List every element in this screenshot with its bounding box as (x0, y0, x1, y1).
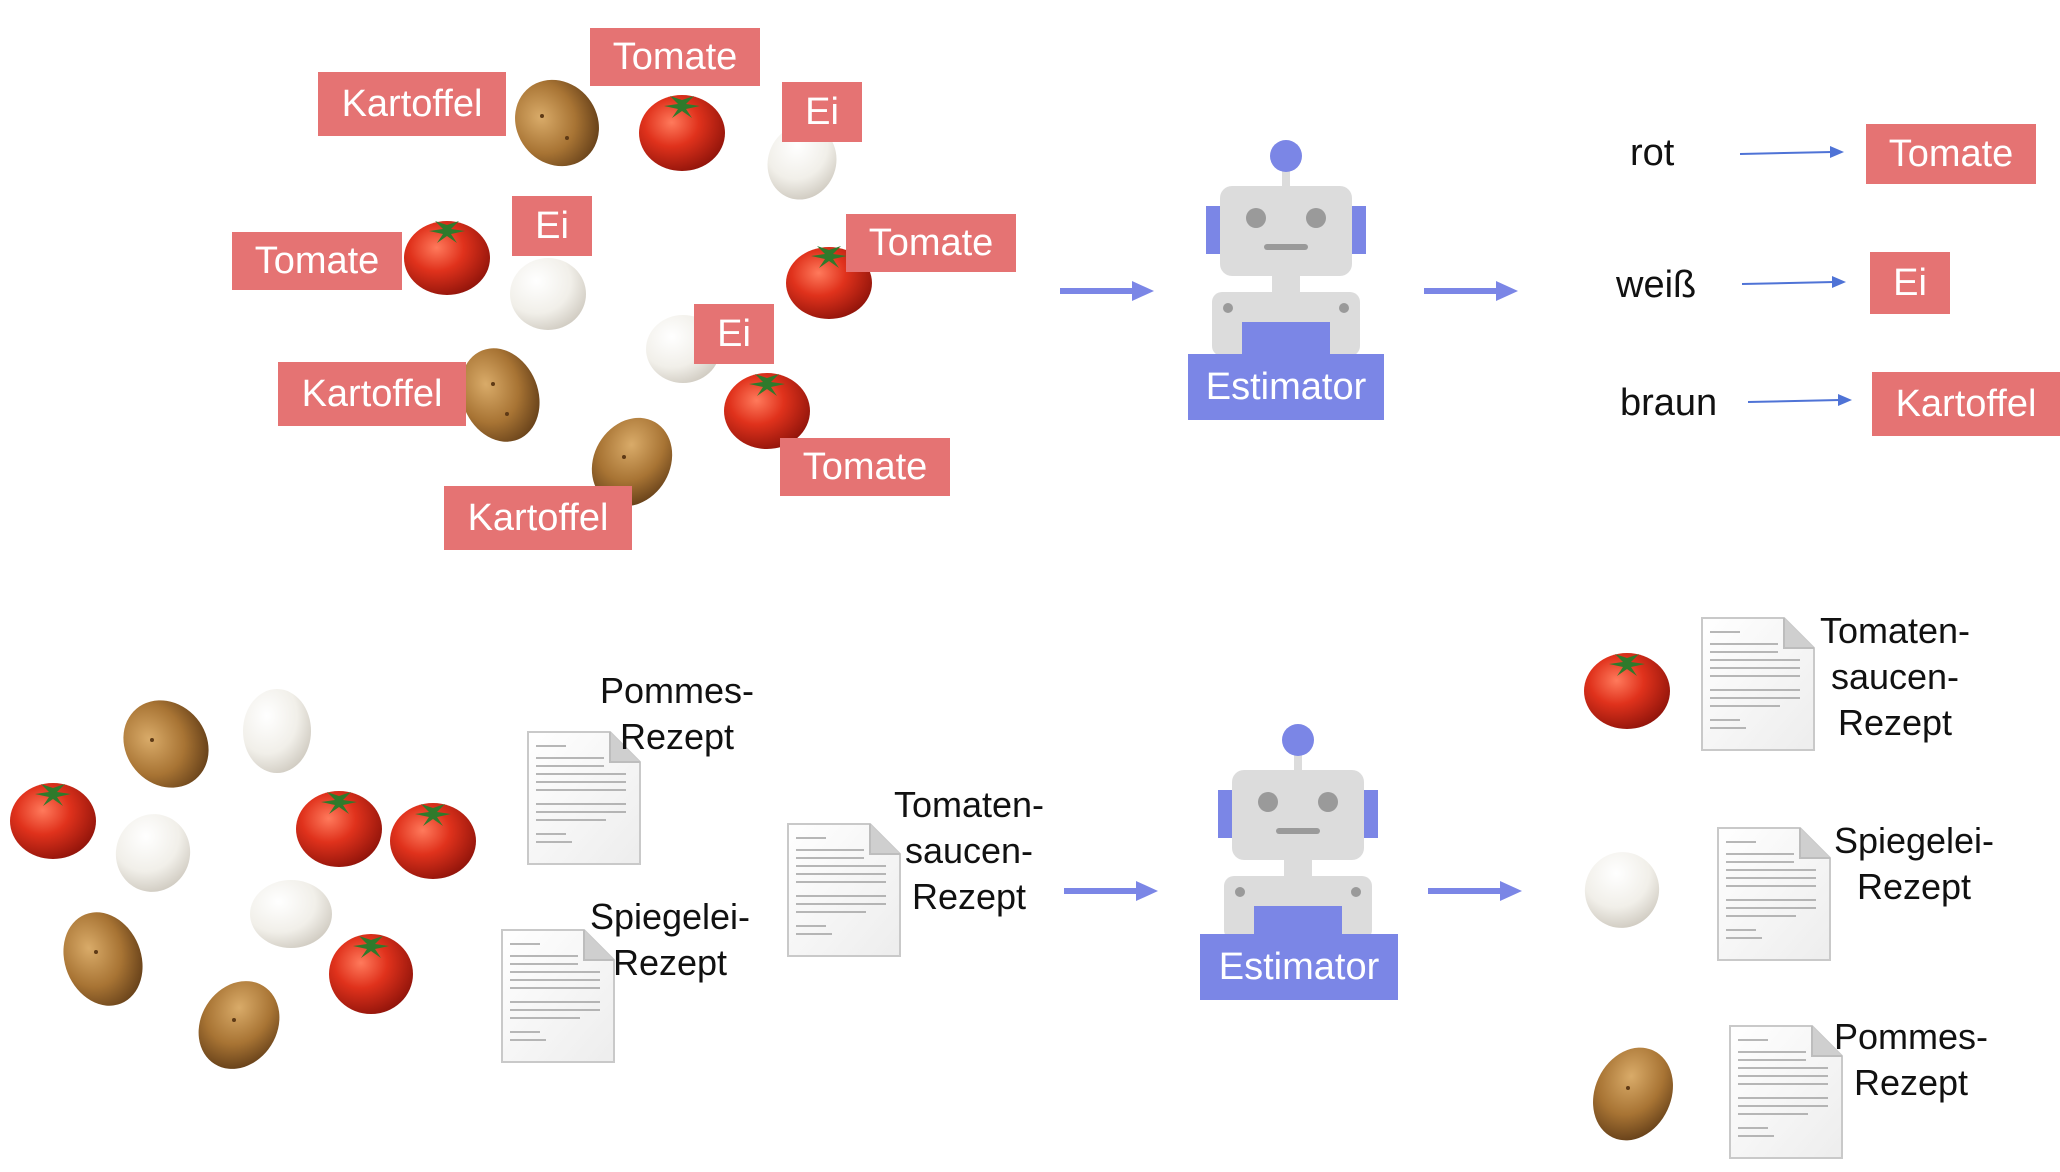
robot-icon (1218, 724, 1378, 940)
egg-icon (767, 124, 837, 200)
document-icon (787, 823, 901, 957)
document-icon (1717, 827, 1831, 961)
tomato-icon (296, 791, 382, 867)
potato-icon (460, 348, 540, 442)
recipe-line: Rezept (911, 876, 1027, 918)
arrow-to-estimator (1060, 281, 1154, 301)
egg-icon (1584, 852, 1660, 928)
document-icon (1729, 1025, 1843, 1159)
estimator-label: Estimator (1188, 354, 1384, 420)
recipe-line: Pommes- (599, 670, 755, 711)
document-icon (501, 929, 615, 1063)
estimator-label: Estimator (1200, 934, 1398, 1000)
potato-icon (123, 700, 209, 788)
recipe-line: Rezept (619, 716, 735, 758)
tomato-icon (1584, 653, 1670, 729)
arrow-from-estimator (1428, 881, 1522, 901)
recipe-line: saucen- (1830, 656, 1960, 698)
tag-tomate: Tomate (780, 438, 950, 496)
recipe-label-pommes: Pommes- Rezept (582, 668, 772, 760)
recipe-line: Tomaten- (1819, 610, 1971, 651)
tag-tomate: Tomate (232, 232, 402, 290)
tag-ei: Ei (694, 304, 774, 364)
arrow-small (1741, 276, 1846, 288)
document-icon (1701, 617, 1815, 751)
potato-icon (515, 79, 599, 167)
document-icon (527, 731, 641, 865)
tomato-icon (404, 221, 490, 295)
recipe-line: Pommes- (1833, 1016, 1989, 1057)
tag-ei: Ei (512, 196, 592, 256)
recipe-line: Rezept (612, 942, 728, 984)
feature-braun: braun (1620, 382, 1718, 424)
arrow-to-estimator (1064, 881, 1158, 901)
egg-icon (115, 814, 191, 892)
recipe-line: Spiegelei- (1833, 820, 1995, 861)
egg-icon (510, 258, 586, 330)
output-tag-tomate: Tomate (1866, 124, 2036, 184)
output-recipe-spiegelei: Spiegelei- Rezept (1816, 818, 2012, 910)
tag-ei: Ei (782, 82, 862, 142)
tag-kartoffel: Kartoffel (278, 362, 466, 426)
output-recipe-pommes: Pommes- Rezept (1816, 1014, 2006, 1106)
tag-kartoffel: Kartoffel (444, 486, 632, 550)
recipe-line: saucen- (904, 830, 1034, 872)
arrow-small (1739, 146, 1844, 158)
recipe-line: Rezept (1856, 866, 1972, 908)
egg-icon (250, 880, 332, 948)
potato-icon (1593, 1047, 1673, 1141)
arrow-from-estimator (1424, 281, 1518, 301)
recipe-line: Rezept (1837, 702, 1953, 744)
robot-icon (1206, 140, 1366, 356)
recipe-label-tomatensauce: Tomaten- saucen- Rezept (870, 782, 1068, 920)
recipe-line: Spiegelei- (589, 896, 751, 937)
egg-icon (243, 689, 311, 773)
potato-icon (591, 417, 673, 507)
recipe-line: Tomaten- (893, 784, 1045, 825)
output-recipe-tomatensauce: Tomaten- saucen- Rezept (1800, 608, 1990, 746)
output-tag-ei: Ei (1870, 252, 1950, 314)
tag-tomate: Tomate (846, 214, 1016, 272)
recipe-line: Rezept (1853, 1062, 1969, 1104)
tomato-icon (329, 934, 413, 1014)
output-tag-kartoffel: Kartoffel (1872, 372, 2060, 436)
tag-tomate: Tomate (590, 28, 760, 86)
tomato-icon (724, 373, 810, 449)
tomato-icon (10, 783, 96, 859)
tomato-icon (639, 95, 725, 171)
feature-weiss: weiß (1616, 264, 1697, 306)
tag-kartoffel: Kartoffel (318, 72, 506, 136)
tomato-icon (390, 803, 476, 879)
feature-rot: rot (1630, 132, 1675, 174)
potato-icon (63, 912, 143, 1006)
arrow-small (1747, 394, 1852, 406)
potato-icon (198, 981, 280, 1069)
recipe-label-spiegelei: Spiegelei- Rezept (572, 894, 768, 986)
